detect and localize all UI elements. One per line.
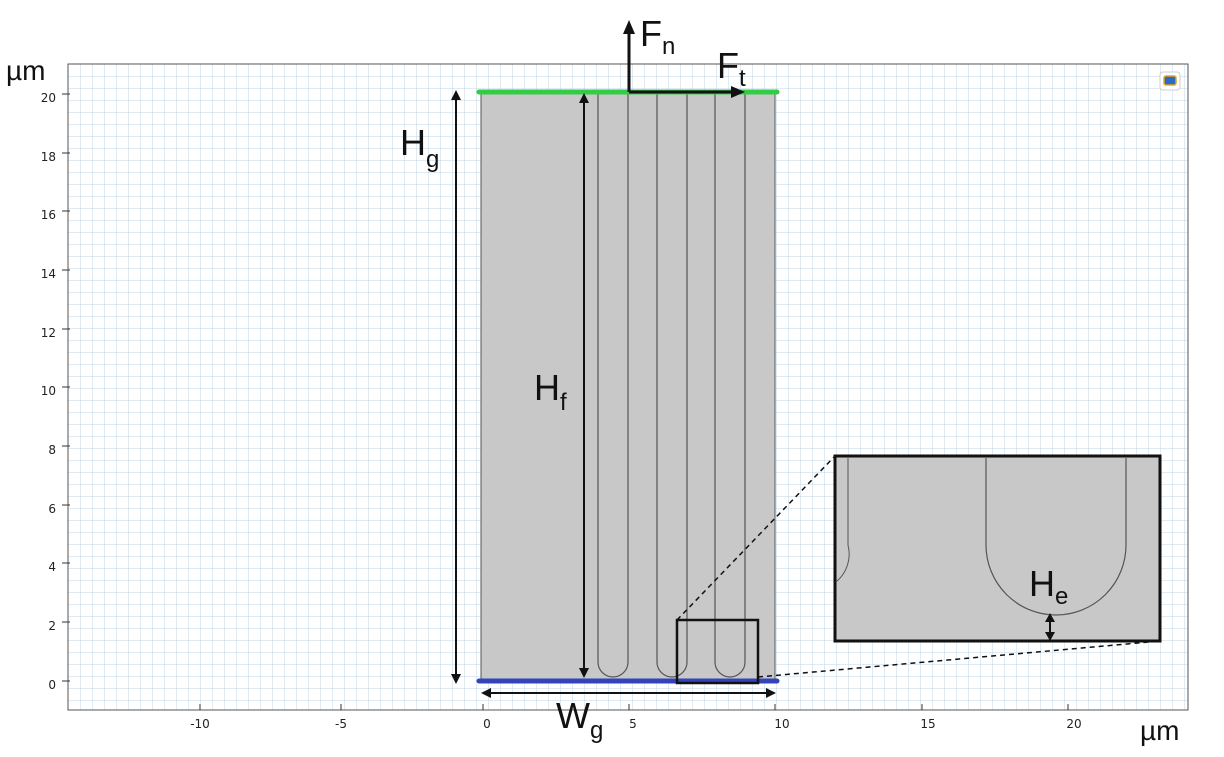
y-tick-label: 0 [48,678,56,692]
y-axis-unit: µm [6,55,45,86]
fn-force-arrow [623,20,635,92]
y-tick-label: 4 [48,560,56,574]
x-tick-label: 15 [920,717,935,731]
y-tick-label: 10 [41,384,56,398]
he-label: He [1029,563,1068,610]
x-tick-label: -5 [335,717,347,731]
hf-dimension-arrow [579,93,589,678]
wg-label: Wg [556,695,603,744]
y-tick-label: 18 [41,150,56,164]
zoom-connector [676,455,836,621]
inset-channel-edge [835,458,850,583]
inset-channel [985,458,1127,616]
y-axis-ticks [62,93,70,682]
finger-channel [597,92,629,678]
fn-label: Fn [640,13,675,60]
x-tick-label: 5 [629,717,637,731]
zoom-connector [757,640,1161,678]
y-tick-label: 14 [41,267,56,281]
y-tick-label: 12 [41,326,56,340]
wg-dimension-arrow [481,688,776,698]
ft-label: Ft [717,45,746,92]
x-tick-label: 0 [483,717,491,731]
y-tick-label: 2 [48,619,56,633]
y-tick-label: 8 [48,443,56,457]
ft-force-arrow [629,86,745,98]
hg-label: Hg [400,122,439,173]
he-dimension-arrow [1045,613,1055,641]
x-tick-label: 10 [774,717,789,731]
x-tick-label: 20 [1066,717,1081,731]
y-tick-label: 16 [41,208,56,222]
hg-dimension-arrow [451,90,461,684]
zoom-extents-icon[interactable] [1159,71,1181,91]
x-axis-unit: µm [1140,715,1179,746]
x-tick-label: -10 [190,717,210,731]
finger-channels [597,92,746,678]
finger-channel [656,92,688,678]
zoom-source-box [675,618,760,685]
hf-label: Hf [534,367,567,416]
finger-channel [714,92,746,678]
y-tick-label: 6 [48,502,56,516]
y-tick-label: 20 [41,91,56,105]
zoom-inset: He [833,454,1162,643]
x-axis-ticks [199,704,1069,710]
